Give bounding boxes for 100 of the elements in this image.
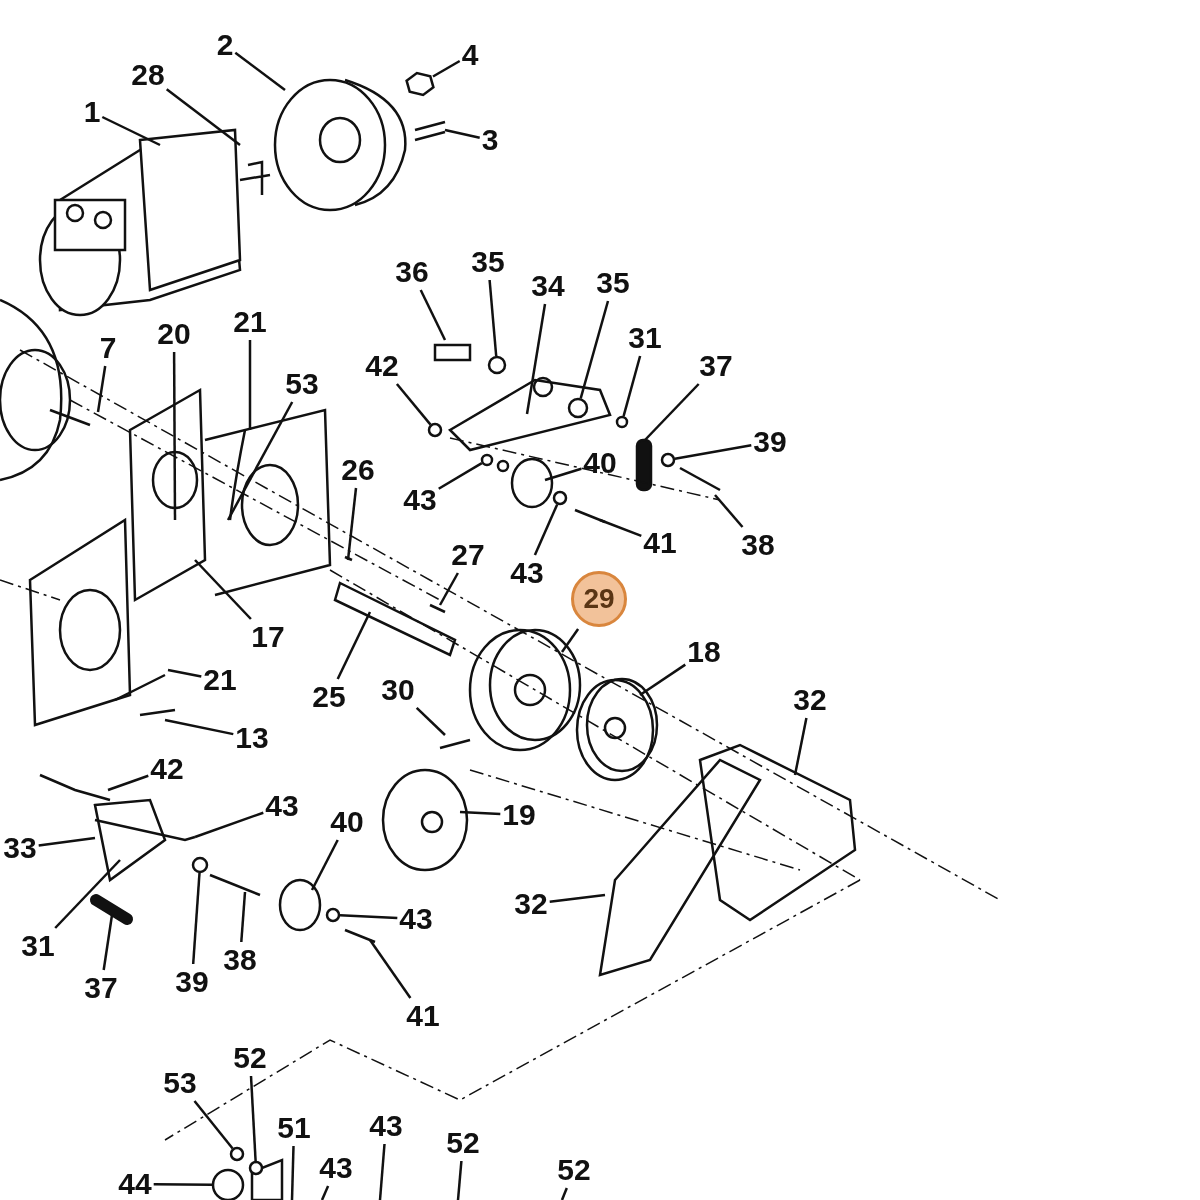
callout-number: 38 <box>223 944 257 976</box>
callout-number: 52 <box>557 1154 591 1186</box>
washer <box>567 397 589 419</box>
leader-line <box>560 1187 568 1200</box>
callout-number: 39 <box>753 426 787 458</box>
leader-line <box>533 503 559 556</box>
leader-line <box>432 59 461 78</box>
callout-number: 39 <box>175 966 209 998</box>
leader-line <box>54 859 121 929</box>
callout-number: 51 <box>277 1112 311 1144</box>
leader-line <box>234 51 286 91</box>
leader-line <box>622 355 642 417</box>
callout-number: 31 <box>21 930 55 962</box>
callout-number: 35 <box>471 246 505 278</box>
callout-number: 1 <box>83 96 101 128</box>
leader-line <box>107 774 149 792</box>
callout-number: 27 <box>451 539 485 571</box>
callout-number: 13 <box>235 722 269 754</box>
callout-number: 21 <box>233 306 267 338</box>
leader-line <box>346 487 358 561</box>
callout-number: 31 <box>628 322 662 354</box>
callout-number: 20 <box>157 318 191 350</box>
callout-number: 44 <box>118 1168 152 1200</box>
leader-line <box>248 340 252 430</box>
washer <box>325 907 341 923</box>
callout-number: 32 <box>514 888 548 920</box>
leader-line <box>415 707 446 736</box>
leader-line <box>167 668 202 678</box>
callout-number: 52 <box>446 1127 480 1159</box>
leader-line <box>310 839 339 891</box>
callout-number: 26 <box>341 454 375 486</box>
leader-line <box>153 1182 212 1187</box>
leader-line <box>544 467 582 482</box>
leader-line <box>102 914 114 971</box>
washer <box>427 422 443 438</box>
washer <box>211 1168 245 1200</box>
callout-number: 35 <box>596 267 630 299</box>
callout-number: 42 <box>365 350 399 382</box>
leader-line <box>438 462 483 490</box>
callout-number: 28 <box>131 59 165 91</box>
leader-line <box>339 914 398 920</box>
leader-line <box>165 88 241 146</box>
leader-line <box>164 718 234 736</box>
washer <box>191 856 209 874</box>
leader-line <box>793 717 808 776</box>
leader-line <box>456 1160 463 1200</box>
callout-number: 42 <box>150 753 184 785</box>
leader-line <box>172 352 177 520</box>
callout-number: 21 <box>203 664 237 696</box>
washer <box>229 1146 245 1162</box>
leader-line <box>194 811 264 839</box>
leader-line <box>444 128 480 139</box>
callout-number: 40 <box>583 447 617 479</box>
leader-line <box>191 872 201 965</box>
leader-line <box>674 444 752 461</box>
washer <box>660 452 676 468</box>
callout-number: 43 <box>319 1152 353 1184</box>
leader-line <box>193 1100 234 1150</box>
leader-line <box>336 611 372 680</box>
washer <box>487 355 507 375</box>
callout-number: 43 <box>369 1110 403 1142</box>
washer <box>615 415 629 429</box>
callout-number: 53 <box>163 1067 197 1099</box>
callout-number: 34 <box>531 270 565 302</box>
callout-number: 43 <box>265 790 299 822</box>
leader-line <box>579 300 610 399</box>
washer <box>248 1160 264 1176</box>
callout-number: 37 <box>84 972 118 1004</box>
leader-line <box>488 279 498 357</box>
leader-line <box>378 1143 386 1200</box>
leader-line <box>194 559 252 620</box>
leader-line <box>368 939 412 999</box>
callout-number: 30 <box>381 674 415 706</box>
leader-line <box>549 893 606 903</box>
leader-line <box>38 836 96 847</box>
callout-number: 29 <box>571 571 627 627</box>
callout-number: 37 <box>699 350 733 382</box>
leader-line <box>240 891 247 943</box>
leader-line <box>644 383 700 441</box>
callout-number: 52 <box>233 1042 267 1074</box>
leader-line <box>560 628 580 653</box>
washer <box>552 490 568 506</box>
callout-number: 2 <box>216 29 234 61</box>
hex-nut <box>405 71 435 97</box>
leader-line <box>395 383 432 426</box>
callout-number: 38 <box>741 529 775 561</box>
callout-number: 41 <box>406 1000 440 1032</box>
callout-number: 19 <box>502 799 536 831</box>
leader-line <box>226 401 294 521</box>
callout-number: 33 <box>3 832 37 864</box>
leader-line <box>101 115 161 147</box>
leader-line <box>249 1075 257 1162</box>
leader-line <box>599 518 642 537</box>
callout-number: 43 <box>510 557 544 589</box>
washer <box>480 453 494 467</box>
leader-line <box>639 663 686 697</box>
callout-number: 41 <box>643 527 677 559</box>
callout-number: 32 <box>793 684 827 716</box>
leader-line <box>525 303 547 415</box>
callout-number: 4 <box>461 39 479 71</box>
